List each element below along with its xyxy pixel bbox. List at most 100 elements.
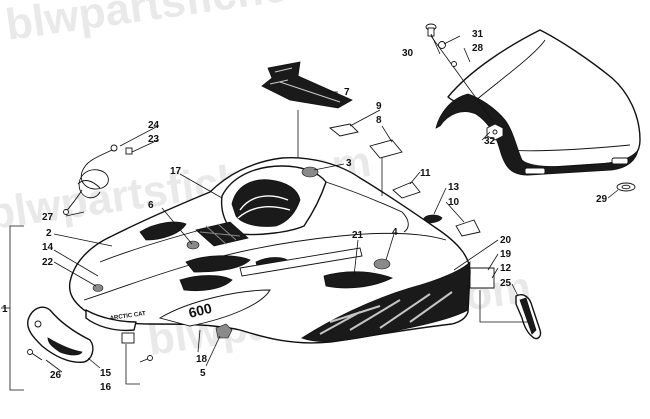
screw-26-head [27, 349, 33, 355]
leader-18 [197, 329, 201, 353]
windshield-assembly [425, 23, 641, 192]
callout-30: 30 [402, 48, 414, 59]
hood-body [68, 156, 471, 344]
decal-9 [328, 123, 359, 137]
model-number-text: 600 [187, 300, 214, 321]
decal-11 [392, 181, 421, 199]
leader-10 [445, 201, 465, 223]
model-decal-18 [158, 289, 271, 327]
callout-31: 31 [472, 29, 484, 40]
callout-22: 22 [42, 257, 54, 268]
grommet-29 [616, 182, 636, 192]
connector-24-end [125, 147, 133, 155]
leader-20 [453, 239, 499, 271]
front-bumper-edge [85, 309, 137, 332]
callout-5: 5 [200, 368, 206, 379]
leader-5 [205, 335, 221, 367]
callout-19: 19 [500, 249, 512, 260]
callout-24: 24 [148, 120, 160, 131]
leader-27 [65, 211, 85, 217]
side-vent-upper [185, 255, 251, 273]
callout-20: 20 [500, 235, 512, 246]
plug-3 [301, 166, 319, 178]
nut-32-hole [492, 129, 498, 135]
windshield-mount-left [524, 167, 546, 175]
bracket-15 [27, 306, 94, 363]
vent-17-dark [231, 179, 301, 227]
callout-7: 7 [344, 87, 350, 98]
leader-30 [430, 33, 441, 55]
plug-6 [186, 240, 200, 250]
strap-25-inner [519, 297, 537, 335]
windshield-mount-right [611, 157, 629, 165]
callout-21: 21 [352, 230, 364, 241]
plug-4 [373, 258, 391, 270]
callout-18: 18 [196, 354, 208, 365]
leader-22 [53, 261, 97, 287]
leader-29 [607, 189, 619, 199]
windshield-edge-line [469, 39, 546, 106]
leader-19 [487, 253, 499, 271]
callout-2: 2 [46, 228, 52, 239]
callout-16: 16 [100, 382, 112, 393]
bracket-15-slot [47, 337, 83, 356]
leader-4 [385, 233, 395, 261]
watermark-text-top: blwpartsfiche.com [3, 0, 392, 50]
callout-28: 28 [472, 43, 484, 54]
leader-3 [313, 163, 345, 171]
callout-14: 14 [42, 242, 54, 253]
leader-9 [349, 109, 381, 127]
callout-3: 3 [346, 158, 352, 169]
leader-8 [381, 125, 393, 143]
leader-13 [433, 187, 447, 215]
callout-29: 29 [596, 194, 608, 205]
cable-23-terminal [63, 209, 69, 215]
callout-32: 32 [484, 136, 496, 147]
hood-top-panel-edge [325, 181, 409, 233]
cable-23-loop [77, 180, 101, 189]
emblem-22 [92, 284, 104, 292]
decal-8 [369, 139, 403, 159]
hood-assembly: 600 ARCTIC CAT [68, 156, 471, 344]
callout-9: 9 [376, 101, 382, 112]
connector-24 [110, 144, 118, 152]
front-vent-left [139, 221, 187, 241]
grommet-29-hole [621, 184, 631, 190]
washer-small [451, 61, 457, 67]
side-vent-lower [179, 275, 233, 292]
callout-25: 25 [500, 278, 512, 289]
leader-17 [179, 173, 223, 199]
side-graphic-pattern [319, 291, 453, 335]
leader-21 [353, 239, 359, 277]
leader-28 [463, 47, 471, 63]
callout-1: 1 [2, 304, 8, 315]
callout-17: 17 [170, 166, 182, 177]
leader-25 [511, 283, 519, 297]
callout-labels: 1 2 3 4 5 6 7 8 9 10 11 12 13 14 15 16 1… [2, 29, 608, 393]
callout-23: 23 [148, 134, 160, 145]
leader-16 [125, 344, 140, 385]
decal-7 [261, 61, 353, 109]
leader-23 [131, 139, 159, 153]
checker-decal-pattern [199, 223, 241, 245]
arctic-cat-badge-text: ARCTIC CAT [109, 311, 146, 322]
vent-17-grille [237, 195, 291, 219]
assembly-bracket-1 [9, 225, 24, 391]
side-text-stripe [239, 247, 363, 277]
plug-5 [215, 323, 233, 339]
screw-16-head [147, 355, 153, 361]
decal-10 [455, 219, 481, 237]
callout-10: 10 [448, 197, 460, 208]
leader-32 [481, 131, 491, 141]
leader-bracket-12-25 [479, 290, 528, 323]
leader-11 [409, 171, 421, 185]
bumper-tab [121, 332, 135, 344]
callout-4: 4 [392, 227, 398, 238]
washer-31 [438, 41, 446, 49]
callout-6: 6 [148, 200, 154, 211]
leader-2 [53, 233, 113, 247]
cable-assembly [63, 144, 133, 215]
leader-24 [119, 125, 159, 147]
bracket-15-hole [34, 320, 42, 328]
